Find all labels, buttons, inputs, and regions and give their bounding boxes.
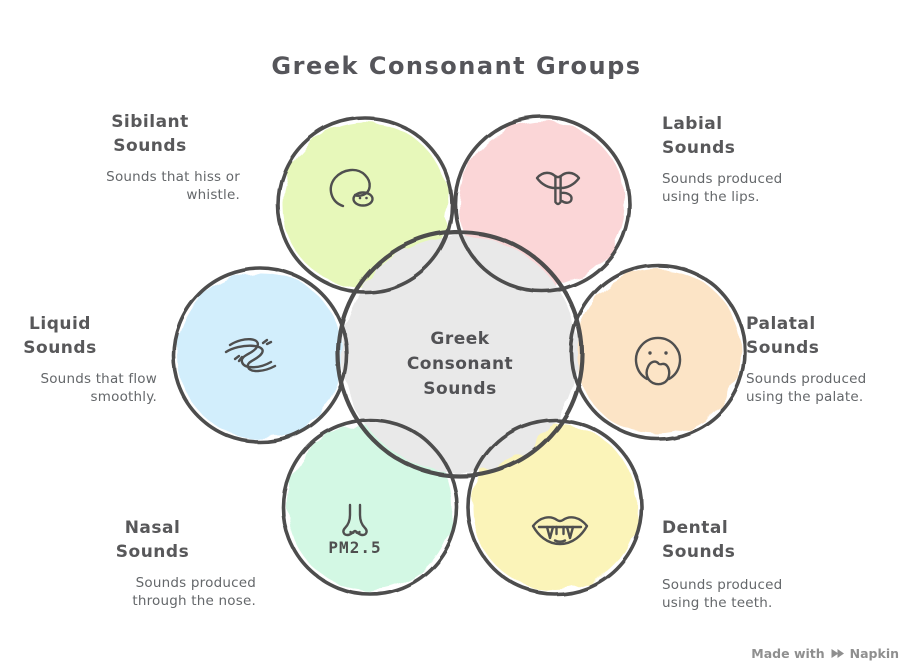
palatal-circle-outline: [569, 263, 747, 441]
center-circle-outline: [335, 229, 585, 479]
labial-circle-outline: [453, 115, 631, 293]
open-mouth-face-icon: [634, 336, 682, 386]
winding-river-icon: [224, 338, 277, 373]
dental-circle-outline: [466, 418, 644, 596]
sibilant-group-description: Sounds that hiss or whistle.: [106, 169, 240, 203]
sibilant-circle-outline: [276, 116, 454, 294]
pm25-label: PM2.5: [328, 538, 381, 557]
shush-finger-lips-icon: [535, 171, 581, 206]
dental-group-description: Sounds produced using the teeth.: [662, 577, 783, 611]
nose-icon: PM2.5: [328, 503, 381, 557]
palatal-group-name: Palatal Sounds: [746, 314, 820, 358]
labial-group-name: Labial Sounds: [662, 114, 736, 158]
liquid-group-name: Liquid Sounds: [23, 314, 97, 358]
napkin-logo-icon: [831, 649, 844, 658]
palatal-circle-fill: [575, 269, 741, 435]
sibilant-group-name: Sibilant Sounds: [111, 112, 189, 156]
palatal-group-description: Sounds produced using the palate.: [746, 371, 867, 405]
watermark-brand: Napkin: [849, 646, 899, 661]
liquid-circle-outline: [171, 266, 349, 444]
labial-group-description: Sounds produced using the lips.: [662, 171, 783, 205]
watermark-prefix: Made with: [751, 646, 825, 661]
center-label: Greek Consonant Sounds: [406, 329, 514, 399]
center-circle-fill: [342, 236, 578, 472]
dental-group-name: Dental Sounds: [662, 518, 736, 562]
page-title: Greek Consonant Groups: [271, 52, 642, 80]
nasal-circle-outline: [281, 418, 459, 596]
fanged-mouth-icon: [531, 516, 589, 546]
liquid-group-description: Sounds that flow smoothly.: [40, 371, 157, 405]
nasal-group-description: Sounds produced through the nose.: [132, 575, 256, 609]
snake-icon: [329, 168, 374, 208]
watermark: Made with Napkin: [751, 646, 899, 661]
petal-outlines: [171, 115, 747, 596]
nasal-group-name: Nasal Sounds: [115, 518, 190, 562]
